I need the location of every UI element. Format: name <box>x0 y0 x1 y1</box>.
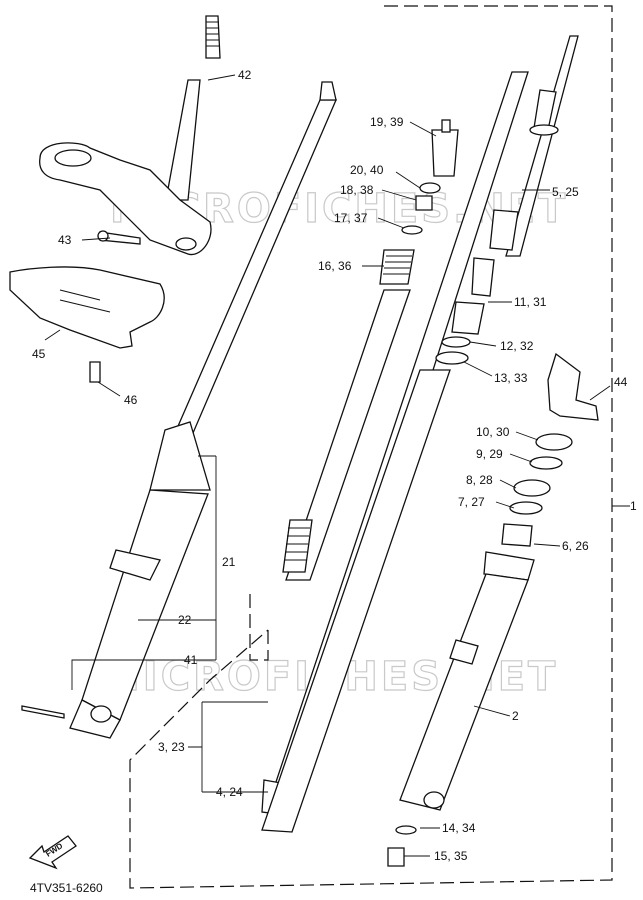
callout-1: 1 <box>630 499 637 513</box>
callout-45: 45 <box>32 347 46 361</box>
callout-9-29: 9, 29 <box>476 447 503 461</box>
fork-cover <box>547 352 599 421</box>
right-outer-tube <box>387 551 535 867</box>
inner-tube-assembly <box>261 71 529 833</box>
callout-7-27: 7, 27 <box>458 495 485 509</box>
callout-14-34: 14, 34 <box>442 821 476 835</box>
fork-guard-plate <box>9 266 165 383</box>
right-damper-assembly <box>435 35 579 365</box>
callout-12-32: 12, 32 <box>500 339 534 353</box>
callout-15-35: 15, 35 <box>434 849 468 863</box>
callout-44: 44 <box>614 375 628 389</box>
callout-21: 21 <box>222 555 236 569</box>
callout-4-24: 4, 24 <box>216 785 243 799</box>
callout-6-26: 6, 26 <box>562 539 589 553</box>
callout-20-40: 20, 40 <box>350 163 384 177</box>
callout-8-28: 8, 28 <box>466 473 493 487</box>
callout-17-37: 17, 37 <box>334 211 368 225</box>
assembly-boundary-left <box>249 590 269 661</box>
callout-11-31: 11, 31 <box>514 295 547 309</box>
leader-lines <box>44 74 630 857</box>
oil-seal-stack <box>501 433 573 547</box>
assembly-boundary-right <box>129 5 613 889</box>
fwd-arrow-icon: FWD <box>28 835 77 870</box>
callout-19-39: 19, 39 <box>370 115 404 129</box>
callout-13-33: 13, 33 <box>494 371 528 385</box>
callout-42: 42 <box>238 68 252 82</box>
cap-bolt-and-spring <box>379 119 459 285</box>
callout-16-36: 16, 36 <box>318 259 352 273</box>
callout-41: 41 <box>184 653 198 667</box>
callout-2: 2 <box>512 709 519 723</box>
diagram-code: 4TV351-6260 <box>30 881 103 895</box>
callout-18-38: 18, 38 <box>340 183 374 197</box>
callout-10-30: 10, 30 <box>476 425 510 439</box>
callout-3-23: 3, 23 <box>158 740 185 754</box>
callout-46: 46 <box>124 393 138 407</box>
callout-5-25: 5, 25 <box>552 185 579 199</box>
callout-22: 22 <box>178 613 192 627</box>
steering-stem-assembly <box>39 15 221 256</box>
left-fork-assembly <box>21 81 337 739</box>
callout-43: 43 <box>58 233 72 247</box>
